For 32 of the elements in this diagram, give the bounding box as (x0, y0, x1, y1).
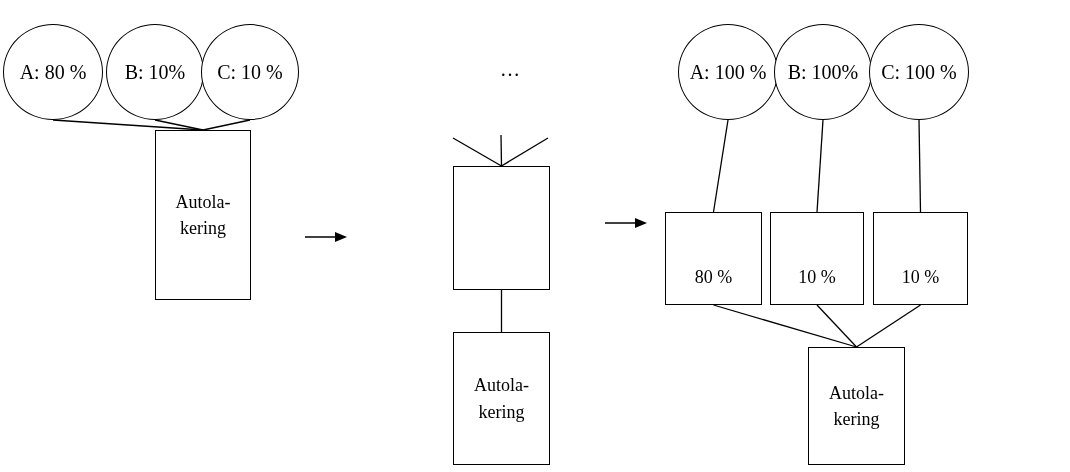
node-text: C: 100 % (881, 60, 957, 84)
connector-line (500, 289, 503, 333)
connector-line (154, 119, 204, 131)
process-box (808, 347, 905, 465)
process-box (453, 166, 550, 290)
connector-line (816, 304, 858, 348)
node-text: 80 % (694, 265, 733, 289)
node-text: Autola- kering (473, 374, 530, 424)
connector-line (816, 119, 824, 213)
connector-line (855, 304, 922, 348)
node-text: Autola- kering (828, 381, 885, 431)
node-text: C: 10 % (217, 60, 283, 84)
connector-line (202, 119, 251, 131)
node-text: A: 100 % (689, 60, 767, 84)
connector-line (712, 119, 729, 213)
process-box (665, 212, 762, 305)
node-text: B: 10% (124, 60, 186, 84)
node-text: A: 80 % (19, 60, 87, 84)
connector-line (712, 304, 858, 348)
connector-line (500, 134, 503, 167)
connector-line (452, 137, 503, 167)
connector-line (918, 119, 922, 213)
connector-line (500, 137, 549, 167)
process-box (770, 212, 864, 305)
process-box (453, 332, 550, 465)
node-text: Autola- kering (174, 190, 232, 240)
node-text: 10 % (901, 265, 940, 289)
node-text: 10 % (798, 265, 836, 289)
process-box (155, 130, 251, 300)
node-text: B: 100% (787, 60, 859, 84)
ellipsis-label: … (500, 58, 520, 81)
process-box (873, 212, 968, 305)
